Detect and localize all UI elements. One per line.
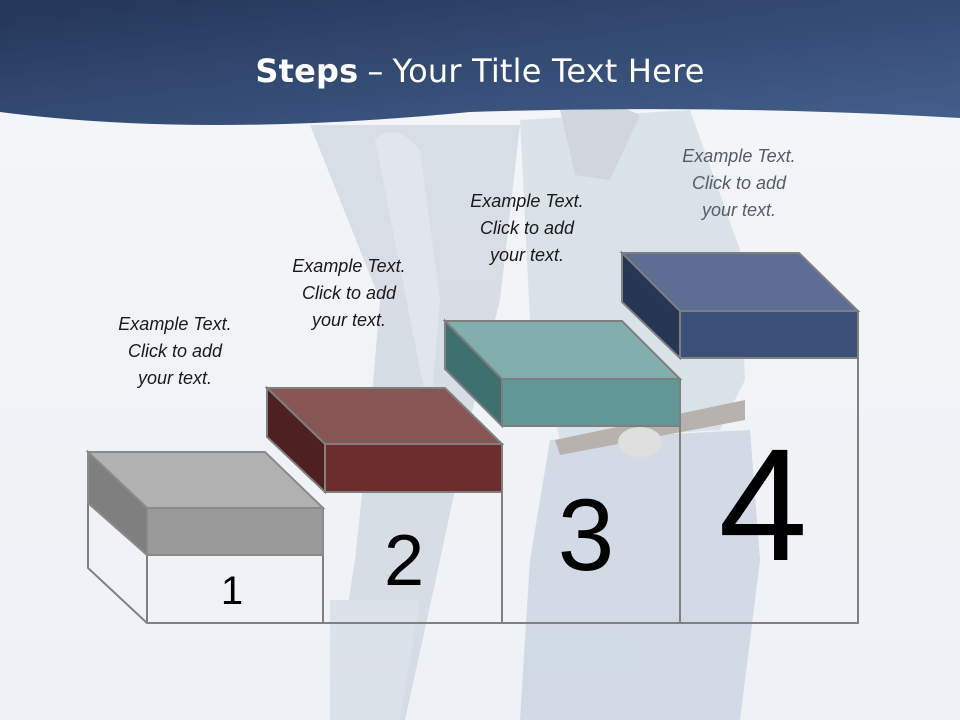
step-1-block[interactable] <box>85 449 326 558</box>
step-3-block[interactable] <box>442 318 683 429</box>
title-dash: – <box>367 52 384 90</box>
step-3-line-1: Example Text. <box>470 191 584 211</box>
step-2-number: 2 <box>384 521 424 601</box>
step-4-line-3: your text. <box>701 200 777 220</box>
step-1-line-1: Example Text. <box>118 314 232 334</box>
step-1-number: 1 <box>221 569 243 613</box>
step-4-line-2: Click to add <box>691 173 787 193</box>
step-4-line-1: Example Text. <box>682 146 796 166</box>
step-2-line-3: your text. <box>311 310 387 330</box>
header-band <box>0 0 960 125</box>
step-3-line-3: your text. <box>489 245 565 265</box>
step-1-label[interactable]: Example Text. Click to add your text. <box>90 311 260 392</box>
step-2-line-2: Click to add <box>301 283 397 303</box>
step-4-number: 4 <box>719 415 808 594</box>
step-3-number: 3 <box>558 478 615 592</box>
title-text: Your Title Text Here <box>392 52 705 90</box>
slide-title[interactable]: Steps–Your Title Text Here <box>0 52 960 90</box>
steps-outline <box>87 358 859 624</box>
step-1-line-3: your text. <box>137 368 213 388</box>
step-3-line-2: Click to add <box>479 218 575 238</box>
step-2-label[interactable]: Example Text. Click to add your text. <box>264 253 434 334</box>
step-2-line-1: Example Text. <box>292 256 406 276</box>
step-2-block[interactable] <box>264 385 505 495</box>
step-1-line-2: Click to add <box>127 341 223 361</box>
step-4-block[interactable] <box>619 250 861 361</box>
title-bold: Steps <box>255 52 359 90</box>
step-4-label[interactable]: Example Text. Click to add your text. <box>654 143 824 224</box>
step-3-label[interactable]: Example Text. Click to add your text. <box>442 188 612 269</box>
